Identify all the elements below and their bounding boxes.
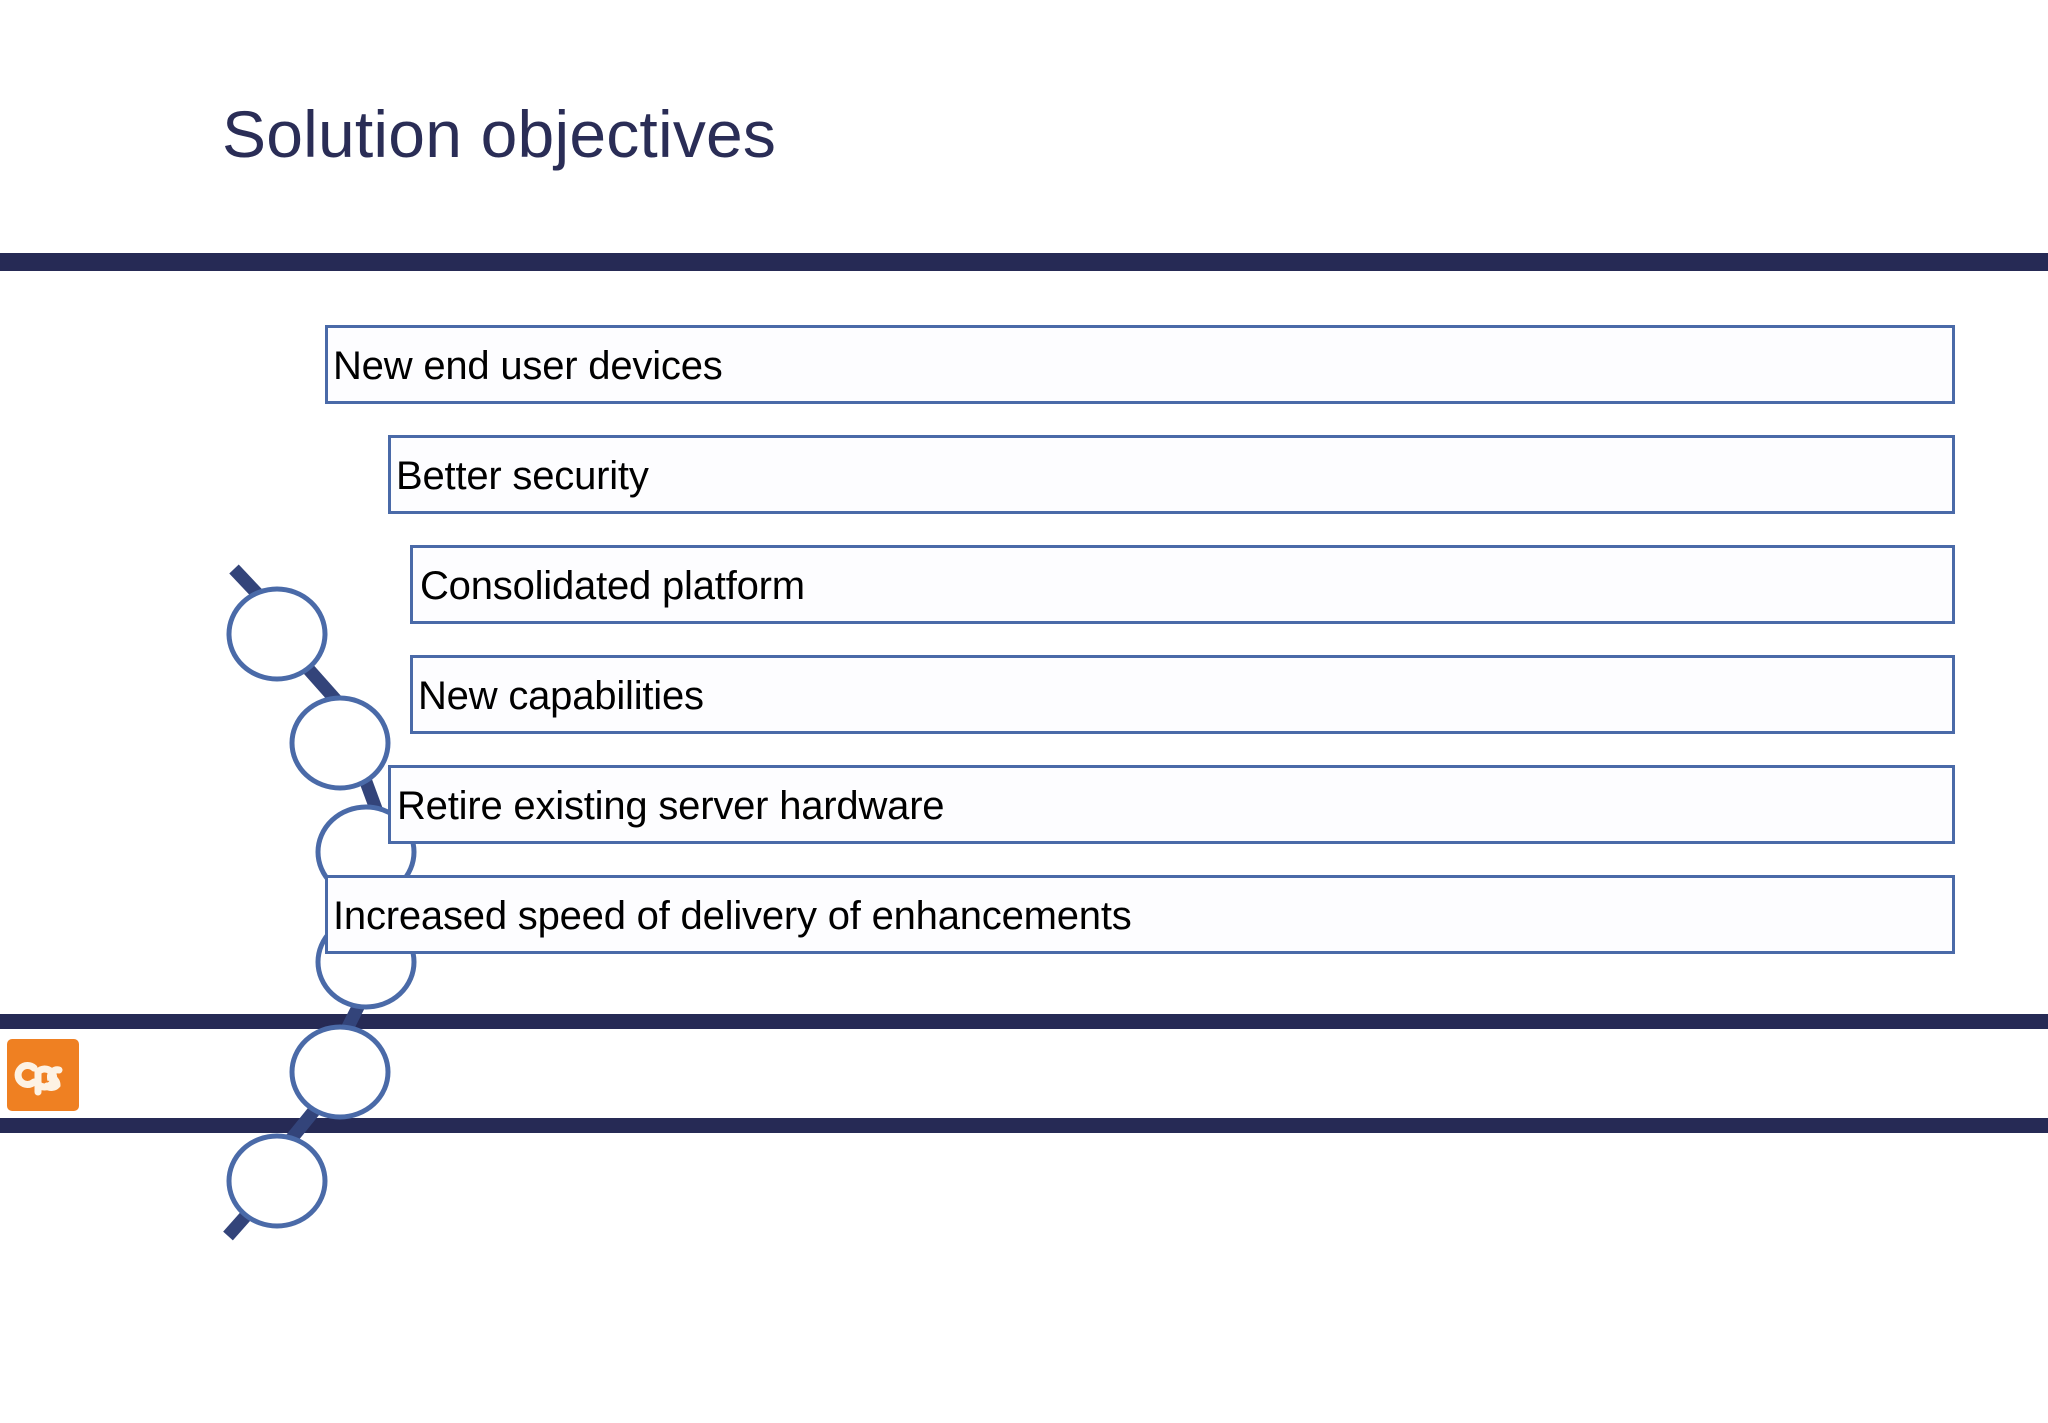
page-title: Solution objectives bbox=[222, 97, 777, 171]
slide: Solution objectives bbox=[0, 0, 2048, 1241]
objective-label-2: Better security bbox=[396, 454, 649, 498]
objective-label-6: Increased speed of delivery of enhanceme… bbox=[333, 894, 1132, 938]
objective-label-5: Retire existing server hardware bbox=[397, 784, 945, 828]
header-divider-bar bbox=[0, 253, 2048, 271]
objective-label-1: New end user devices bbox=[333, 344, 723, 388]
objective-box-4[interactable] bbox=[410, 655, 1955, 734]
objective-label-3: Consolidated platform bbox=[420, 564, 805, 608]
objective-label-4: New capabilities bbox=[418, 674, 704, 718]
objective-box-2[interactable] bbox=[388, 435, 1955, 514]
cps-logo-mark bbox=[14, 1062, 63, 1096]
objective-box-6[interactable] bbox=[325, 875, 1955, 954]
objectives-diagram: New end user devices Better security Con… bbox=[0, 271, 2048, 1241]
objective-box-3[interactable] bbox=[410, 545, 1955, 624]
cps-logo[interactable] bbox=[7, 1039, 79, 1111]
objective-box-1[interactable] bbox=[325, 325, 1955, 404]
footer-divider-bar-bottom bbox=[0, 1118, 2048, 1133]
footer-divider-bar-top bbox=[0, 1014, 2048, 1029]
title-area: Solution objectives bbox=[0, 0, 2048, 253]
objective-box-5[interactable] bbox=[388, 765, 1955, 844]
